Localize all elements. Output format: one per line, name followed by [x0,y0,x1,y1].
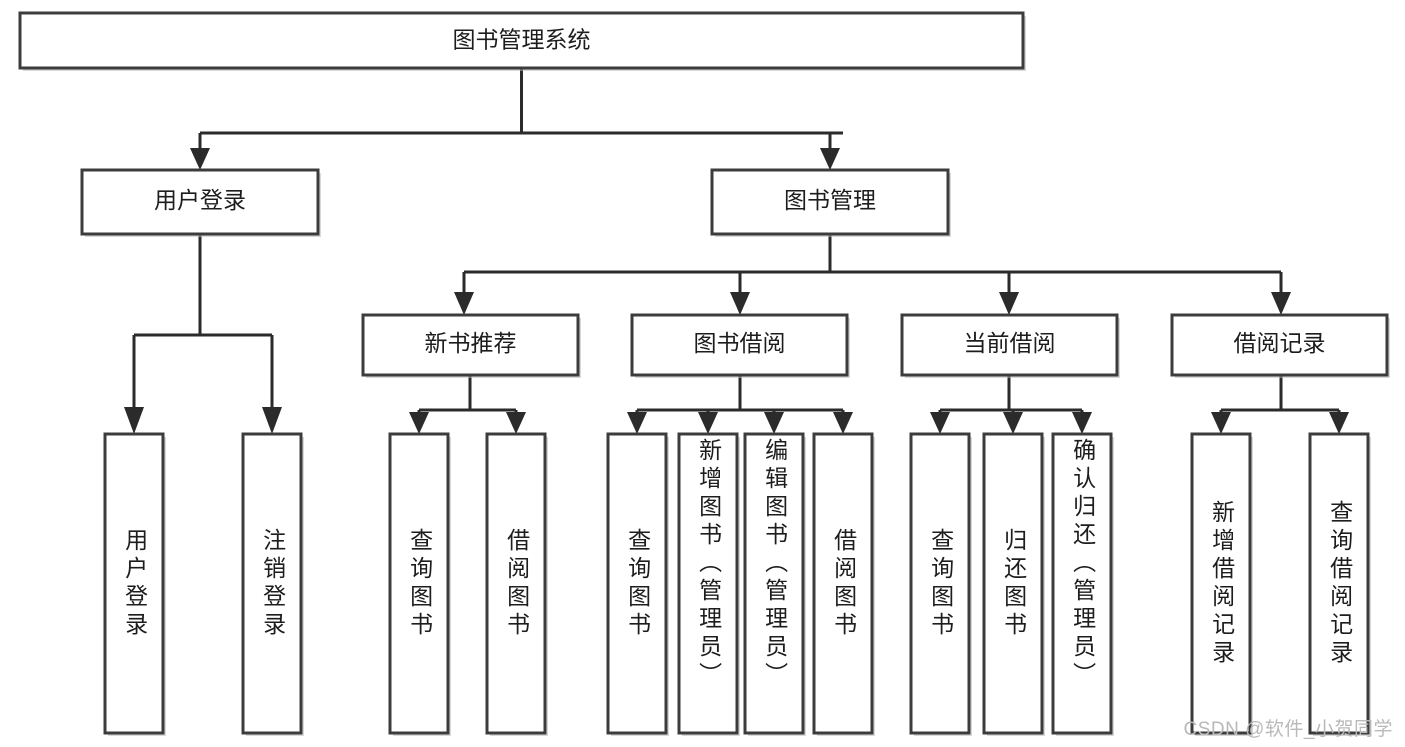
arrow-leaf-query-book-1 [409,412,429,434]
node-leaf-borrow-book-2[interactable] [812,432,875,736]
node-book-manage-box [710,168,950,236]
arrow-leaf-query-book-2 [627,412,647,434]
node-borrow-record[interactable]: 借阅记录 [1170,313,1390,378]
arrow-leaf-confirm-return [1072,412,1092,434]
arrow-book-manage [820,148,840,170]
node-leaf-borrow-book-2-box [812,432,874,735]
arrow-book-borrow [730,292,750,315]
arrow-leaf-edit-book [764,412,784,434]
node-borrow-record-box [1170,313,1389,377]
node-leaf-edit-book-box [743,432,805,735]
node-current-borrow-box [900,313,1119,377]
node-leaf-borrow-book-1-box [485,432,547,735]
node-leaf-user-login-box [103,432,165,735]
node-book-manage[interactable]: 图书管理 [710,168,951,237]
node-user-login[interactable]: 用户登录 [80,168,321,237]
node-leaf-query-book-3-box [909,432,971,735]
node-leaf-add-record-box [1190,432,1252,735]
node-leaf-logout[interactable] [241,432,304,736]
node-leaf-edit-book[interactable] [743,432,806,736]
node-leaf-query-book-3[interactable] [909,432,972,736]
node-new-book-rec[interactable]: 新书推荐 [361,313,581,378]
node-user-login-box [80,168,320,236]
node-root-box [18,11,1025,70]
arrow-leaf-query-record [1329,412,1349,434]
node-leaf-query-book-2-box [606,432,668,735]
node-borrow-record-label: 借阅记录 [1234,330,1326,356]
node-leaf-logout-box [241,432,303,735]
node-leaf-query-record[interactable] [1308,432,1371,736]
node-layer: 图书管理系统 用户登录 图书管理 新书推荐 图书 [18,11,1390,736]
node-new-book-rec-label: 新书推荐 [425,330,517,356]
node-leaf-query-book-2[interactable] [606,432,669,736]
node-book-borrow-label: 图书借阅 [694,330,786,356]
node-leaf-confirm-return-box [1051,432,1113,735]
node-leaf-query-record-box [1308,432,1370,735]
node-leaf-query-book-1[interactable] [388,432,451,736]
arrow-borrow-record [1271,292,1291,315]
node-leaf-add-book-box [677,432,739,735]
edge-layer [124,68,1349,434]
arrow-current-borrow [999,292,1019,315]
arrow-leaf-borrow-book-1 [506,412,526,434]
arrow-leaf-return-book [1003,412,1023,434]
arrow-user-login [190,148,210,170]
arrow-leaf-query-book-3 [930,412,950,434]
arrow-leaf-add-record [1211,412,1231,434]
node-leaf-add-book[interactable] [677,432,740,736]
node-new-book-rec-box [361,313,580,377]
node-root-label: 图书管理系统 [453,27,591,53]
arrow-leaf-user-login [124,407,144,434]
node-leaf-user-login[interactable] [103,432,166,736]
node-leaf-query-book-1-box [388,432,450,735]
node-leaf-return-book[interactable] [982,432,1045,736]
node-current-borrow[interactable]: 当前借阅 [900,313,1120,378]
arrow-leaf-add-book [698,412,718,434]
node-current-borrow-label: 当前借阅 [964,330,1056,356]
node-leaf-confirm-return[interactable] [1051,432,1114,736]
node-book-manage-label: 图书管理 [784,187,876,213]
arrow-new-book-rec [454,292,474,315]
node-leaf-borrow-book-1[interactable] [485,432,548,736]
node-user-login-label: 用户登录 [154,187,246,213]
node-book-borrow[interactable]: 图书借阅 [630,313,850,378]
arrow-leaf-logout [262,407,282,434]
node-root[interactable]: 图书管理系统 [18,11,1026,71]
arrow-leaf-borrow-book-2 [833,412,853,434]
node-leaf-add-record[interactable] [1190,432,1253,736]
node-book-borrow-box [630,313,849,377]
node-leaf-return-book-box [982,432,1044,735]
